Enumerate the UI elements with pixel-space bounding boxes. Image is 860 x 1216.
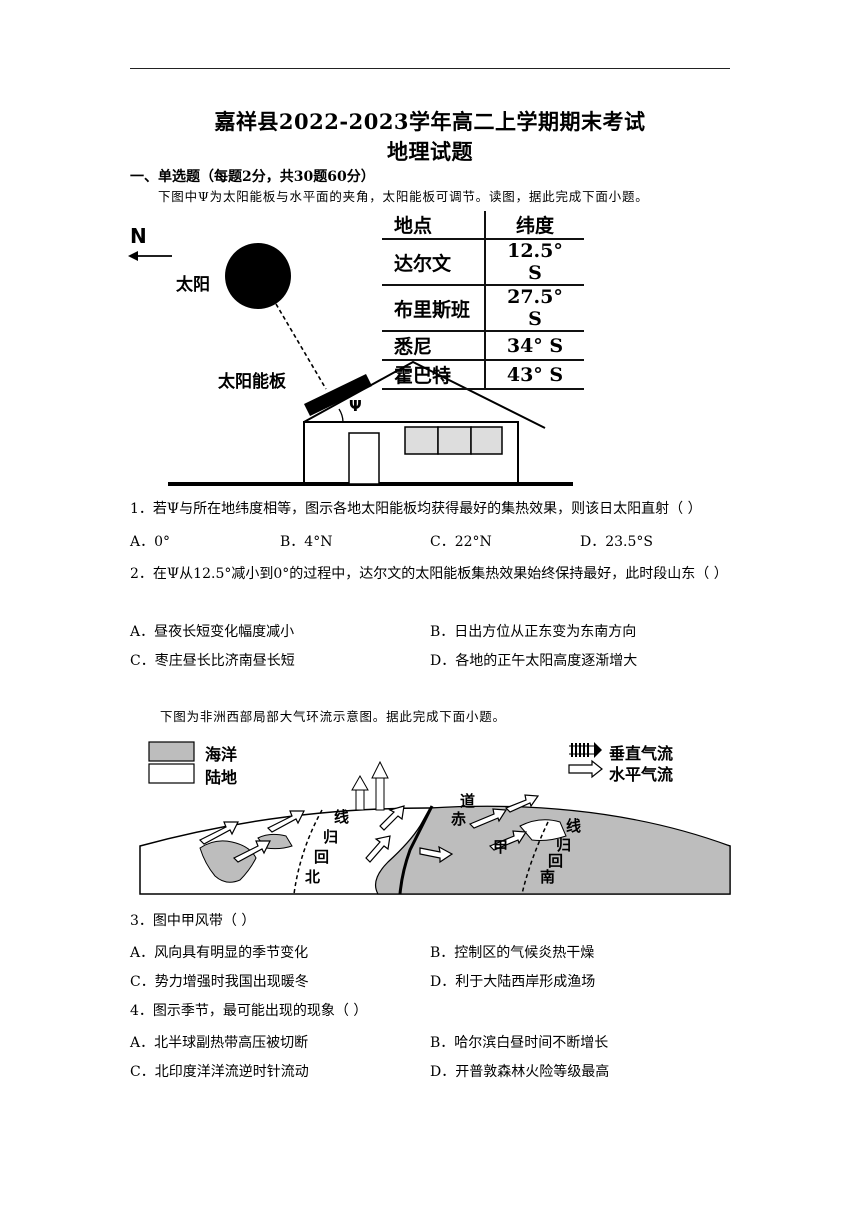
q4-option-b[interactable]: B．哈尔滨白昼时间不断增长 bbox=[430, 1035, 609, 1051]
equator-char: 赤 bbox=[451, 810, 467, 828]
legend-ocean: 海洋 bbox=[205, 745, 238, 764]
legend-horizontal: 水平气流 bbox=[609, 765, 674, 784]
north-label: N bbox=[130, 224, 147, 248]
cell-place: 霍巴特 bbox=[382, 359, 486, 390]
exam-title: 嘉祥县2022-2023学年高二上学期期末考试 bbox=[214, 109, 646, 134]
north-arrow-icon bbox=[128, 251, 138, 261]
tropic-south-char: 南 bbox=[540, 868, 556, 886]
legend-vertical: 垂直气流 bbox=[609, 744, 674, 763]
tropic-south-char: 归 bbox=[556, 836, 572, 854]
tropic-north-char: 线 bbox=[334, 808, 350, 826]
table-row: 布里斯班 27.5° S bbox=[382, 284, 584, 332]
tropic-south-char: 回 bbox=[548, 852, 564, 870]
table-row: 霍巴特 43° S bbox=[382, 359, 584, 390]
question-1-stem: 1．若Ψ与所在地纬度相等，图示各地太阳能板均获得最好的集热效果，则该日太阳直射（… bbox=[130, 501, 702, 517]
q2-option-b[interactable]: B．日出方位从正东变为东南方向 bbox=[430, 624, 637, 640]
exam-subtitle: 地理试题 bbox=[387, 139, 473, 164]
cell-latitude: 12.5° S bbox=[484, 238, 584, 286]
equator-line bbox=[398, 805, 434, 895]
tropic-north-line bbox=[293, 809, 323, 895]
cell-latitude: 27.5° S bbox=[484, 284, 584, 332]
wind-belt-jia: 甲 bbox=[493, 838, 509, 856]
header-location: 地点 bbox=[382, 211, 486, 240]
cell-place: 悉尼 bbox=[382, 330, 486, 361]
q1-option-a[interactable]: A．0° bbox=[130, 534, 171, 550]
rising-air-icon bbox=[351, 760, 389, 811]
q4-option-a[interactable]: A．北半球副热带高压被切断 bbox=[130, 1035, 309, 1051]
q4-option-c[interactable]: C．北印度洋洋流逆时针流动 bbox=[130, 1064, 309, 1080]
land-swatch bbox=[148, 763, 195, 784]
solar-panel-icon bbox=[304, 374, 372, 416]
q4-option-d[interactable]: D．开普敦森林火险等级最高 bbox=[430, 1064, 610, 1080]
q1-option-c[interactable]: C．22°N bbox=[430, 534, 492, 550]
figure1-intro: 下图中Ψ为太阳能板与水平面的夹角，太阳能板可调节。读图，据此完成下面小题。 bbox=[158, 189, 649, 204]
q2-option-d[interactable]: D．各地的正午太阳高度逐渐增大 bbox=[430, 653, 638, 669]
cell-latitude: 43° S bbox=[484, 359, 584, 390]
latitude-table: 地点 纬度 达尔文 12.5° S 布里斯班 27.5° S 悉尼 34° S … bbox=[382, 211, 584, 390]
cell-latitude: 34° S bbox=[484, 330, 584, 361]
horizontal-flow-legend-icon bbox=[568, 759, 603, 779]
cell-place: 布里斯班 bbox=[382, 284, 486, 332]
sun-label: 太阳 bbox=[176, 275, 210, 295]
table-row: 悉尼 34° S bbox=[382, 330, 584, 361]
q3-option-a[interactable]: A．风向具有明显的季节变化 bbox=[130, 945, 309, 961]
ocean-swatch bbox=[148, 741, 195, 762]
question-4-stem: 4．图示季节，最可能出现的现象（ ） bbox=[130, 1003, 368, 1019]
earth-outline bbox=[139, 807, 731, 895]
q3-option-d[interactable]: D．利于大陆西岸形成渔场 bbox=[430, 974, 596, 990]
header-latitude: 纬度 bbox=[484, 211, 584, 240]
question-3-stem: 3．图中甲风带（ ） bbox=[130, 913, 256, 929]
door bbox=[348, 432, 380, 485]
question-2-stem: 2．在Ψ从12.5°减小到0°的过程中，达尔文的太阳能板集热效果始终保持最好，此… bbox=[130, 566, 728, 582]
equator-char: 道 bbox=[460, 792, 476, 810]
header-rule bbox=[130, 68, 730, 69]
ocean-area bbox=[375, 805, 731, 895]
tropic-north-char: 归 bbox=[323, 828, 339, 846]
cell-place: 达尔文 bbox=[382, 238, 486, 286]
vertical-flow-legend-icon bbox=[569, 742, 602, 758]
tropic-south-char: 线 bbox=[566, 817, 582, 835]
table-header-row: 地点 纬度 bbox=[382, 211, 584, 240]
q1-option-b[interactable]: B．4°N bbox=[280, 534, 333, 550]
legend-land: 陆地 bbox=[205, 768, 238, 787]
angle-label: Ψ bbox=[349, 397, 362, 415]
q2-option-c[interactable]: C．枣庄昼长比济南昼长短 bbox=[130, 653, 295, 669]
q3-option-c[interactable]: C．势力增强时我国出现暖冬 bbox=[130, 974, 309, 990]
tropic-south-line bbox=[521, 821, 549, 895]
table-row: 达尔文 12.5° S bbox=[382, 238, 584, 286]
sun-icon bbox=[225, 243, 291, 309]
q3-option-b[interactable]: B．控制区的气候炎热干燥 bbox=[430, 945, 595, 961]
q1-option-d[interactable]: D．23.5°S bbox=[580, 534, 653, 550]
section-heading: 一、单选题（每题2分，共30题60分） bbox=[130, 169, 375, 185]
panel-label: 太阳能板 bbox=[218, 372, 286, 392]
tropic-north-char: 回 bbox=[314, 848, 330, 866]
q2-option-a[interactable]: A．昼夜长短变化幅度减小 bbox=[130, 624, 295, 640]
tropic-north-char: 北 bbox=[305, 868, 321, 886]
figure2-intro: 下图为非洲西部局部大气环流示意图。据此完成下面小题。 bbox=[160, 709, 506, 724]
